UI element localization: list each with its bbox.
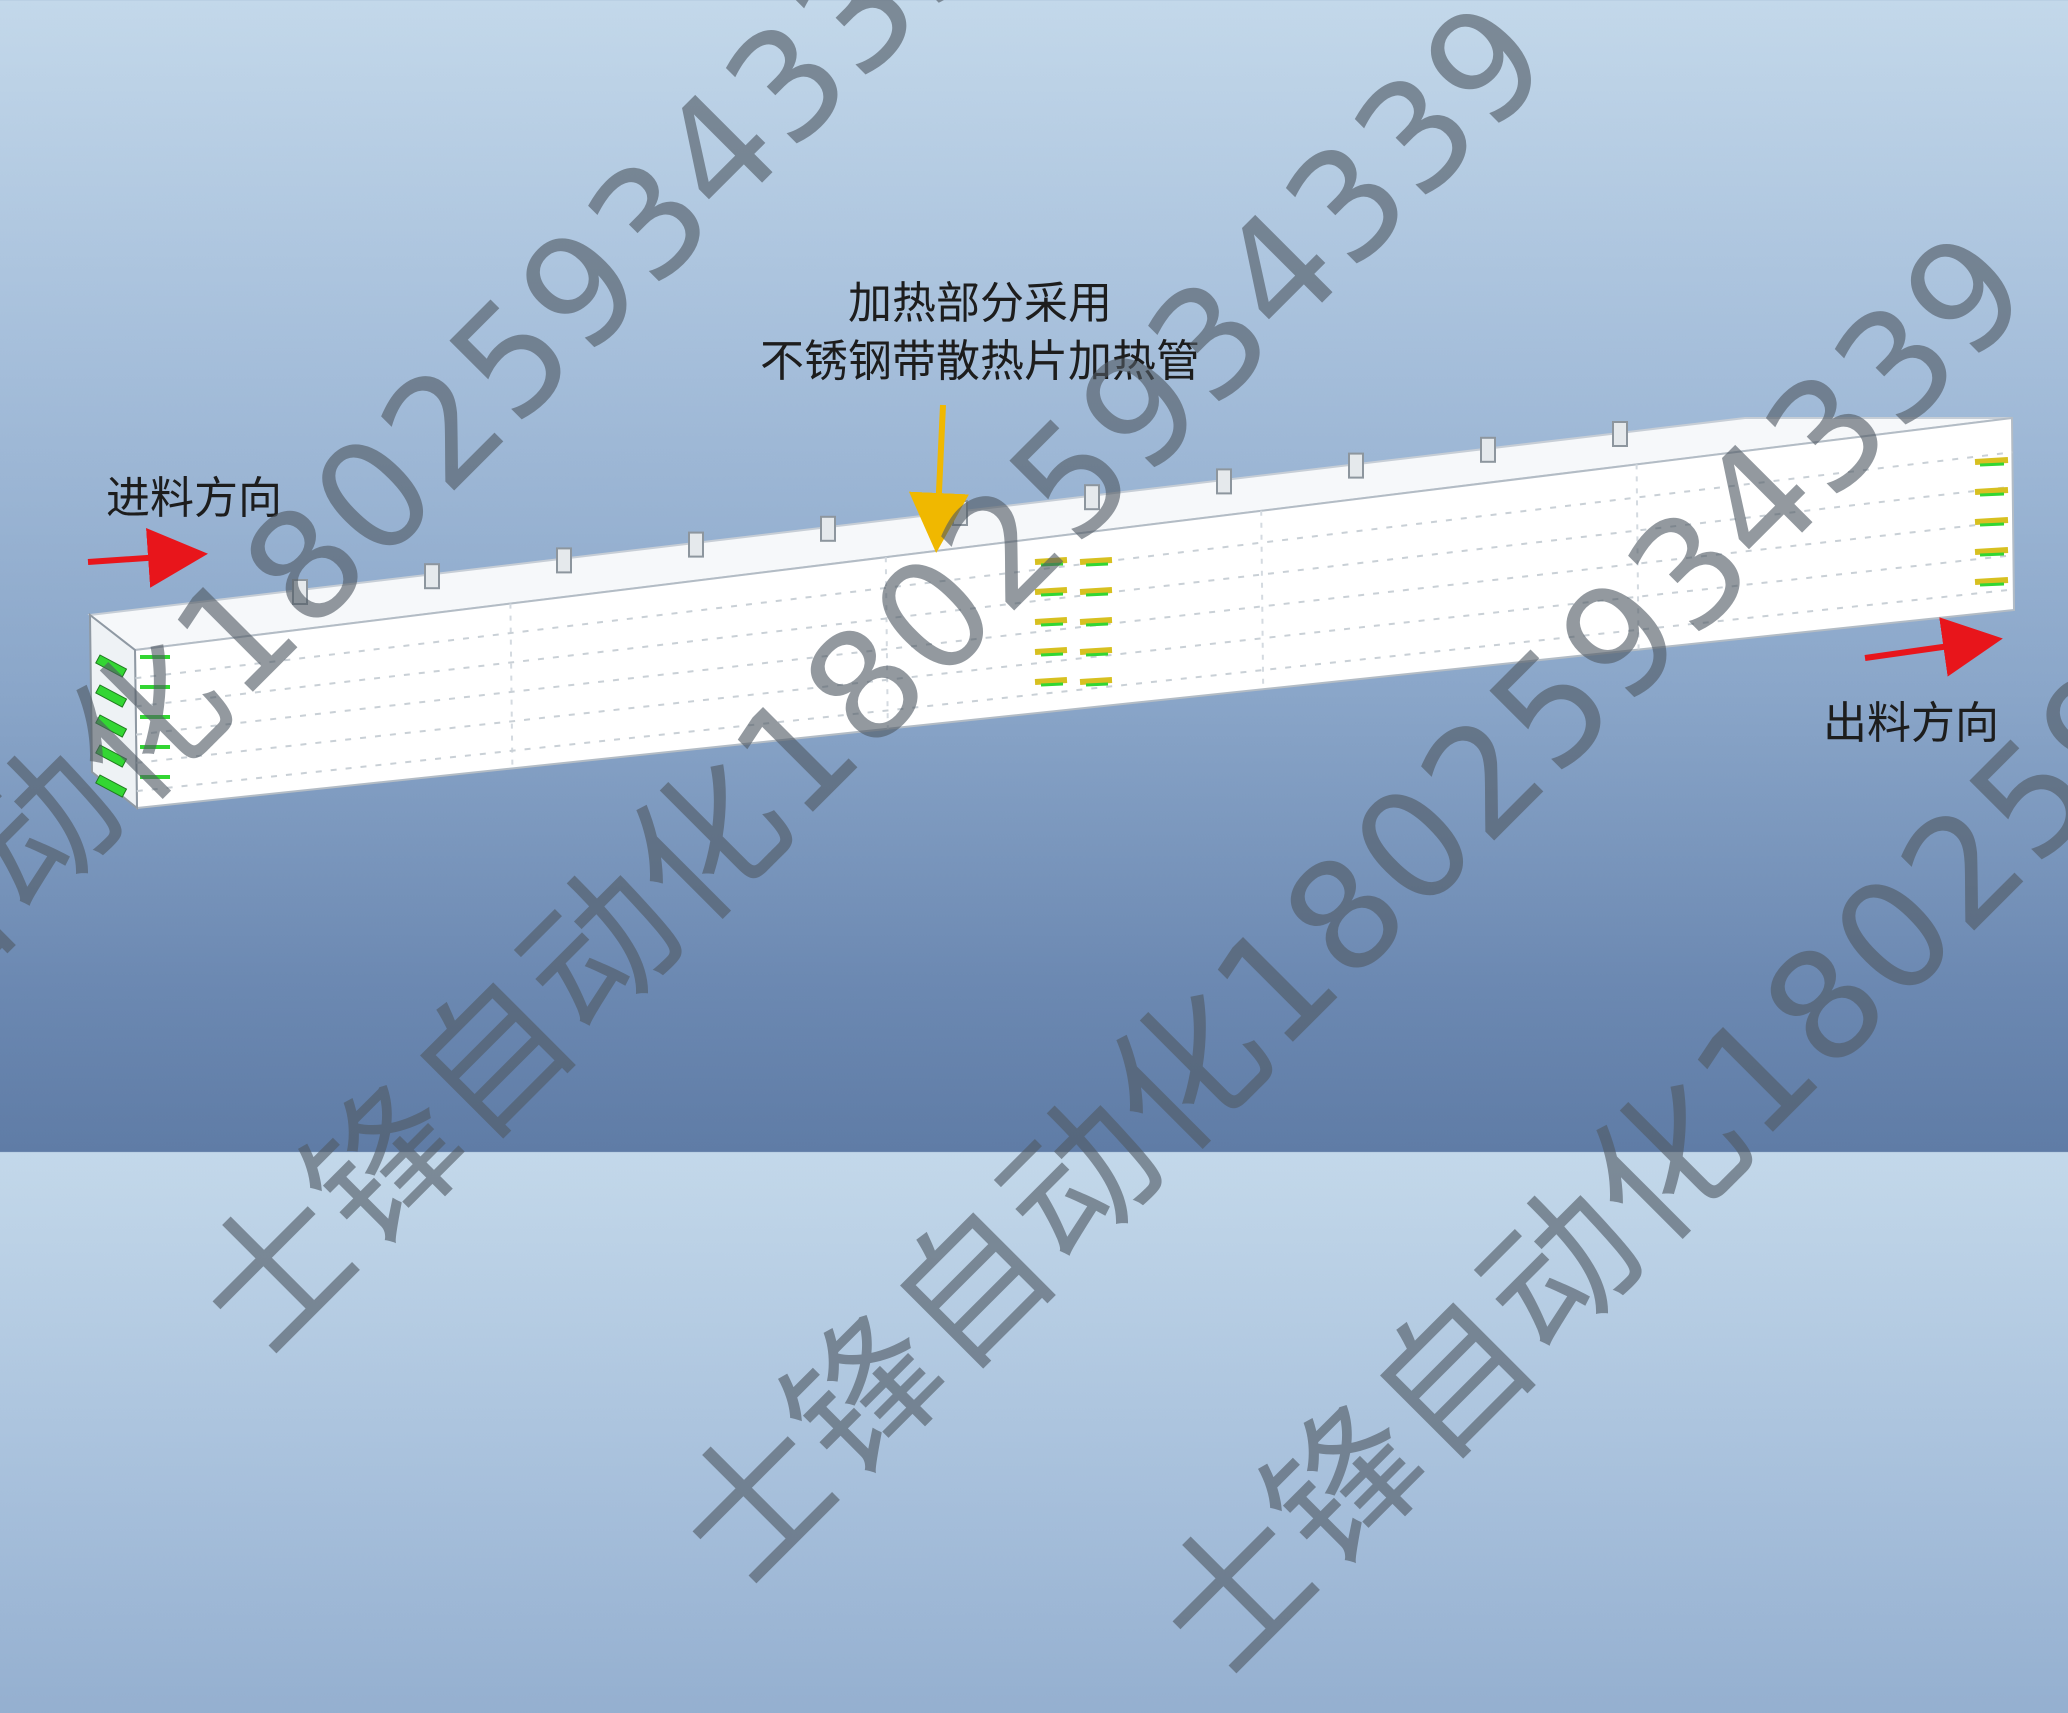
bracket: [1216, 468, 1232, 495]
section-divider: [509, 603, 514, 769]
heater-tube: [1034, 617, 1068, 625]
heater-tube: [1034, 677, 1068, 685]
oven-body: [87, 416, 2016, 811]
outlet-heater-tube: [1974, 577, 2009, 585]
inlet-heater-tube: [95, 684, 128, 708]
heater-note-line-2: 不锈钢带散热片加热管: [760, 336, 1200, 387]
heater-fin: [1040, 652, 1064, 657]
heater-tube: [1034, 557, 1068, 565]
heater-fin: [1085, 592, 1109, 597]
outlet-heater-fin: [1979, 552, 2005, 557]
outlet-heater-tube: [1974, 547, 2009, 555]
heater-tube: [1079, 677, 1113, 685]
outlet-direction-label: 出料方向: [1823, 698, 1999, 749]
oven-diagram: [87, 404, 2016, 811]
heater-fin: [1085, 562, 1109, 567]
bracket: [1612, 421, 1628, 447]
heater-tube: [1034, 587, 1068, 595]
bracket: [292, 579, 308, 605]
outlet-heater-fin: [1979, 462, 2005, 467]
heater-fin: [1040, 592, 1064, 597]
bracket: [1480, 436, 1496, 463]
heater-note-line-1: 加热部分采用: [848, 278, 1112, 329]
heater-tube: [1079, 557, 1113, 565]
inlet-heater-tube: [95, 714, 128, 738]
heater-fin: [1085, 652, 1109, 657]
heater-tube: [1079, 617, 1113, 625]
inlet-heater-tube: [95, 744, 128, 768]
bracket: [688, 531, 704, 558]
heater-fin: [1085, 622, 1109, 627]
outlet-heater-fin: [1979, 582, 2005, 587]
mid-heater-tubes: [1034, 557, 1113, 687]
section-divider: [1260, 510, 1265, 690]
bracket: [1348, 452, 1364, 479]
tier-lines: [135, 451, 2014, 793]
outlet-heater-tube: [1974, 457, 2009, 465]
heater-pointer-arrow-icon: [908, 404, 969, 553]
bracket: [556, 547, 572, 574]
heater-tube: [1079, 587, 1113, 595]
outlet-arrow-icon: [1864, 617, 2003, 677]
inlet-heater-tube: [95, 654, 128, 678]
section-dividers: [509, 464, 1640, 769]
heater-tube: [1034, 647, 1068, 655]
heater-tube: [1079, 647, 1113, 655]
outlet-heater-fin: [1979, 492, 2005, 497]
outlet-heaters: [1974, 457, 2009, 587]
heater-fin: [1040, 562, 1064, 567]
bracket: [424, 563, 440, 590]
bracket: [952, 500, 968, 526]
bracket: [1084, 484, 1100, 511]
inlet-heaters: [95, 654, 170, 798]
inlet-direction-label: 进料方向: [106, 473, 282, 524]
heater-fin: [1085, 682, 1109, 687]
outlet-heater-tube: [1974, 517, 2009, 525]
heater-note: 加热部分采用 不锈钢带散热片加热管: [700, 275, 1260, 391]
section-divider: [884, 557, 889, 729]
heater-fin: [1040, 622, 1064, 627]
tier-line: [135, 451, 2013, 680]
inlet-heater-tube: [95, 774, 128, 798]
outlet-heater-fin: [1979, 522, 2005, 527]
heater-fin: [1040, 682, 1064, 687]
outlet-heater-tube: [1974, 487, 2009, 495]
bracket: [820, 515, 836, 542]
inlet-arrow-icon: [87, 527, 208, 588]
